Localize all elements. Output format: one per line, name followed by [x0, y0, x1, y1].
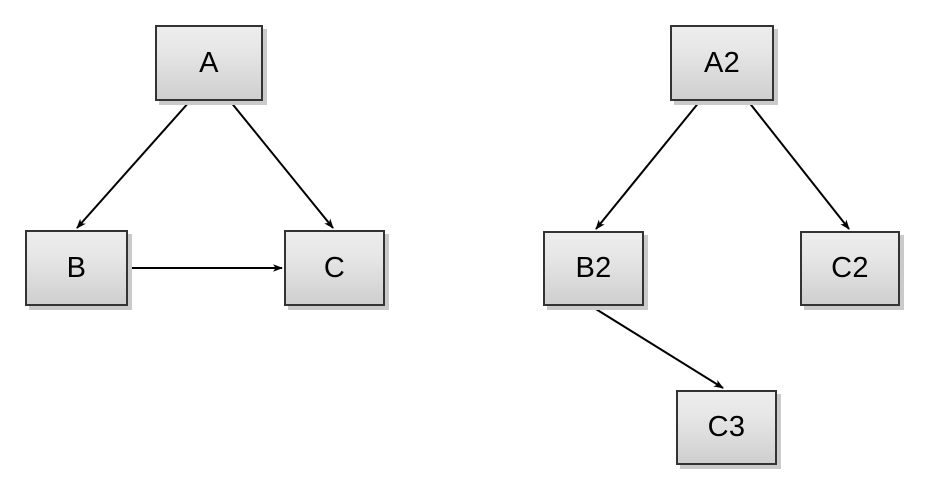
node-c2[interactable]: C2: [800, 231, 900, 306]
edge-a-to-b: [76, 100, 191, 229]
node-c-label: C: [323, 251, 346, 284]
node-c2-label: C2: [831, 252, 869, 284]
node-a-label: A: [199, 46, 219, 79]
node-b[interactable]: B: [25, 230, 128, 306]
edge-a2-to-b2: [595, 100, 701, 230]
node-b2[interactable]: B2: [543, 231, 644, 306]
node-c3-label: C3: [707, 411, 746, 443]
node-a2-label: A2: [703, 46, 741, 79]
node-a2[interactable]: A2: [670, 25, 774, 101]
edge-a2-to-c2: [747, 100, 850, 230]
edge-a-to-c: [229, 100, 334, 229]
node-a[interactable]: A: [155, 25, 263, 101]
node-b2-label: B2: [575, 252, 612, 284]
node-c[interactable]: C: [284, 230, 385, 306]
edge-b2-to-c3: [590, 305, 724, 389]
node-b-label: B: [66, 251, 87, 284]
node-c3[interactable]: C3: [676, 390, 777, 465]
